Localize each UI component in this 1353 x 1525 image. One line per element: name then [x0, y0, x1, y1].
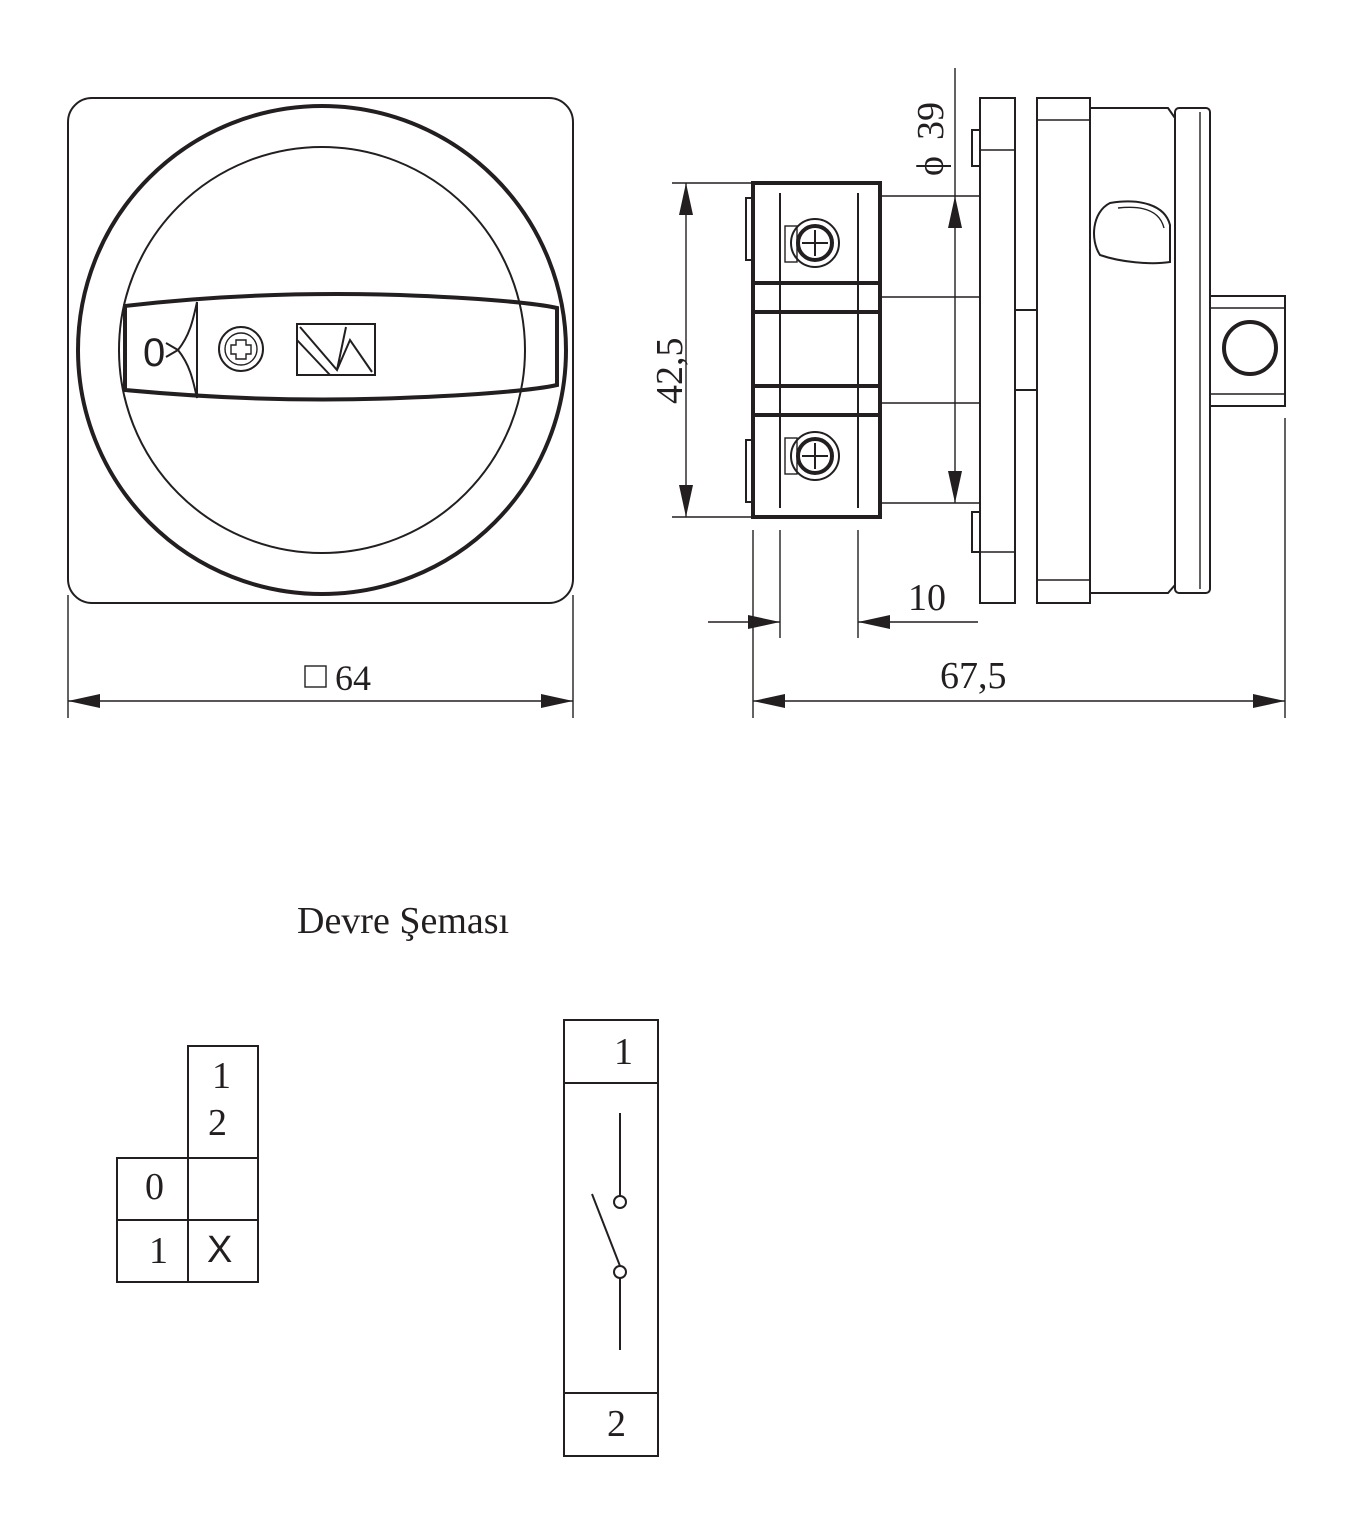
diameter-symbol: ϕ: [910, 156, 952, 176]
module-width-label: 10: [908, 577, 946, 619]
square-symbol-icon: [304, 665, 327, 688]
handle-lobe: [1093, 200, 1171, 265]
switching-table: 1 2 0 1 X: [116, 1045, 259, 1283]
terminal-label-bottom: 2: [607, 1403, 626, 1445]
brand-logo-mark: [296, 326, 373, 376]
rotary-handle: [123, 292, 559, 402]
contact-pivot-terminal: [613, 1265, 627, 1279]
height-label: 42,5: [649, 338, 691, 405]
handle-body: [1036, 97, 1091, 604]
terminal-label-top: 1: [614, 1031, 633, 1073]
knob-outer-ring: [76, 104, 568, 596]
padlock-hole: [1222, 320, 1278, 376]
depth-label: 67,5: [940, 655, 1007, 697]
terminal-screw-bottom: [790, 431, 840, 481]
handle-pointer: [165, 301, 198, 399]
knob-inner-ring: [118, 146, 526, 554]
table-position-1: 1: [149, 1230, 168, 1272]
diameter-value: 39: [910, 102, 952, 140]
brand-logo: [296, 323, 376, 376]
contact-fixed-terminal: [613, 1195, 627, 1209]
table-header-bottom: 2: [208, 1102, 227, 1144]
contact-block: [751, 181, 882, 519]
dimension-width-label: 64: [335, 658, 371, 698]
table-state-mark: X: [207, 1229, 232, 1271]
dimension-width: 64: [67, 595, 574, 718]
contact-diagram: 1 2: [563, 1019, 659, 1457]
mounting-plate: [979, 97, 1016, 604]
front-view: 0: [67, 97, 574, 604]
front-plate: [67, 97, 574, 604]
handle-marking-0: 0: [143, 331, 165, 375]
circuit-title: Devre Şeması: [297, 900, 509, 942]
table-position-0: 0: [145, 1166, 164, 1208]
contact-moving-blade: [591, 1193, 621, 1267]
table-header-top: 1: [212, 1055, 231, 1097]
handle-screw: [218, 326, 264, 372]
terminal-screw-top: [790, 218, 840, 268]
padlock-tab: [1209, 295, 1286, 407]
side-view: ϕ 39 42,5 10 67,5: [649, 68, 1286, 718]
screw-cross-icon: [230, 339, 252, 360]
handle-screw-inner: [224, 332, 258, 366]
